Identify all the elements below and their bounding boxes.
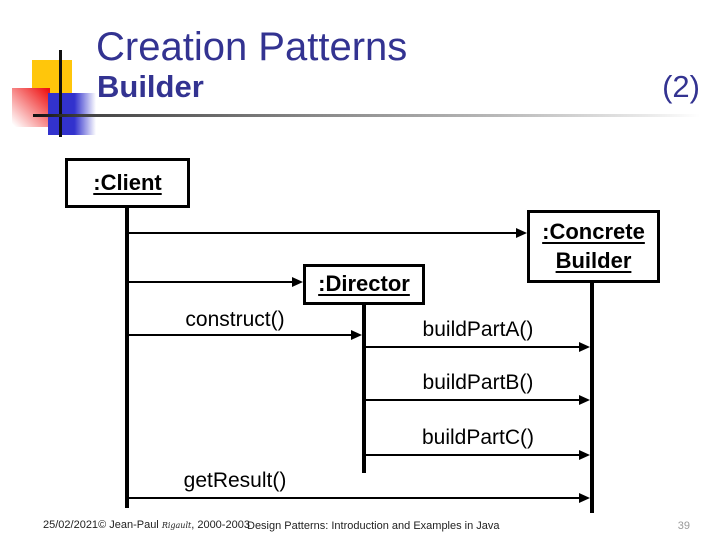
slide-part-number: (2) xyxy=(662,69,700,104)
message-arrow-create-concrete-builder xyxy=(129,228,527,238)
footer-date: 25/02/2021 xyxy=(43,519,99,531)
arrow-shaft xyxy=(129,334,353,336)
footer-copyright: 25/02/2021© Jean-Paul Rigault, 2000-2003 xyxy=(43,519,250,531)
message-label-get-result: getResult() xyxy=(183,469,287,492)
lifeline-client xyxy=(125,208,129,508)
object-box-concrete-builder: :Concrete Builder xyxy=(527,210,660,283)
arrowhead-icon xyxy=(292,277,303,287)
arrowhead-icon xyxy=(516,228,527,238)
object-label-client: :Client xyxy=(93,169,162,195)
arrow-shaft xyxy=(366,454,581,456)
logo-red-square xyxy=(12,88,50,127)
message-arrow-build-part-c xyxy=(366,450,590,460)
slide-title: Creation Patterns xyxy=(96,25,408,69)
footer-course-title: Design Patterns: Introduction and Exampl… xyxy=(247,520,500,532)
arrow-shaft xyxy=(366,346,581,348)
message-label-build-part-b: buildPartB() xyxy=(422,371,534,394)
arrowhead-icon xyxy=(351,330,362,340)
message-label-build-part-a: buildPartA() xyxy=(422,318,534,341)
message-label-build-part-c: buildPartC() xyxy=(421,426,535,449)
object-box-client: :Client xyxy=(65,158,190,208)
footer-copyright-text: © Jean-Paul xyxy=(98,519,162,531)
message-arrow-build-part-b xyxy=(366,395,590,405)
title-divider-line xyxy=(33,114,700,117)
message-arrow-build-part-a xyxy=(366,342,590,352)
logo-crosshair-line xyxy=(59,50,62,137)
arrow-shaft xyxy=(129,497,581,499)
slide-subtitle: Builder xyxy=(97,69,204,104)
lifeline-concrete-builder xyxy=(590,283,594,513)
arrowhead-icon xyxy=(579,493,590,503)
arrowhead-icon xyxy=(579,342,590,352)
arrowhead-icon xyxy=(579,450,590,460)
arrow-shaft xyxy=(366,399,581,401)
footer-years: , 2000-2003 xyxy=(191,519,250,531)
footer-page-number: 39 xyxy=(677,520,690,532)
object-box-director: :Director xyxy=(303,264,425,305)
message-label-construct: construct() xyxy=(185,308,285,331)
object-label-concrete-builder-line1: :Concrete xyxy=(542,218,645,244)
object-label-director: :Director xyxy=(318,271,410,297)
arrowhead-icon xyxy=(579,395,590,405)
message-arrow-construct xyxy=(129,330,362,340)
message-arrow-get-result xyxy=(129,493,590,503)
arrow-shaft xyxy=(129,232,518,234)
object-label-concrete-builder-line2: Builder xyxy=(555,247,632,273)
footer-author-signature: Rigault xyxy=(161,521,192,530)
arrow-shaft xyxy=(129,281,294,283)
message-arrow-create-director xyxy=(129,277,303,287)
lifeline-director xyxy=(362,305,366,473)
